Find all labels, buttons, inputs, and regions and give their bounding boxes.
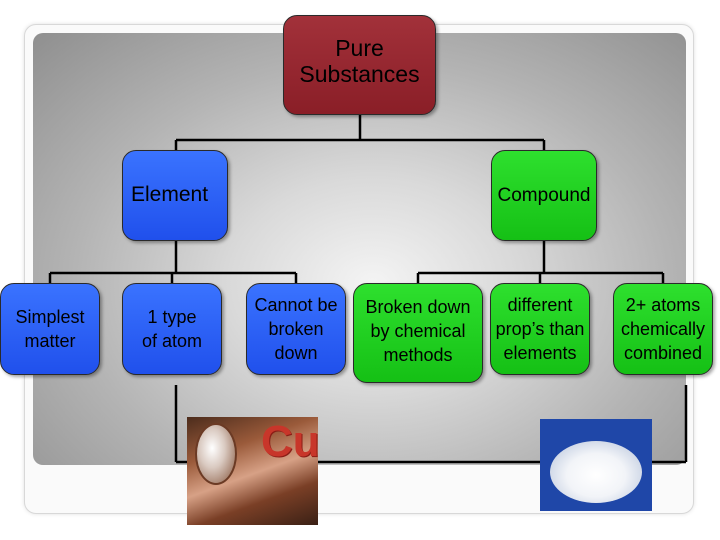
different-line-3: elements — [503, 343, 577, 363]
cannot-line-1: Cannot be — [254, 295, 338, 315]
simplest-line-1: Simplest — [15, 307, 85, 327]
atoms-line-1: 2+ atoms — [625, 295, 701, 315]
type-line-2: of atom — [141, 331, 203, 351]
salt-crystal-photo — [540, 419, 652, 511]
atoms-line-3: combined — [623, 343, 703, 363]
different-props-node: different prop’s than elements — [490, 283, 590, 375]
cannot-line-3: down — [274, 343, 318, 363]
simplest-matter-node: Simplest matter — [0, 283, 100, 375]
broken-line-1: Broken down — [365, 297, 471, 317]
cannot-be-broken-node: Cannot be broken down — [246, 283, 346, 375]
different-line-2: prop’s than — [495, 319, 585, 339]
broken-down-chemical-node: Broken down by chemical methods — [353, 283, 483, 383]
different-line-1: different — [507, 295, 573, 315]
broken-line-4: methods — [383, 345, 453, 365]
atoms-line-2: chemically — [620, 319, 706, 339]
element-node: Element — [122, 150, 228, 241]
broken-line-2: by — [370, 321, 390, 341]
compound-node: Compound — [491, 150, 597, 241]
broken-line-3: chemical — [394, 321, 466, 341]
one-type-atom-node: 1 type of atom — [122, 283, 222, 375]
type-line-1: 1 type — [147, 307, 197, 327]
copper-roll-shape — [195, 423, 237, 485]
compound-label: Compound — [497, 184, 591, 206]
pure-line-1: Pure — [335, 35, 384, 61]
copper-symbol: Cu — [261, 417, 318, 466]
copper-photo: Cu — [187, 417, 318, 525]
cannot-line-2: broken — [268, 319, 324, 339]
salt-mound-shape — [550, 441, 642, 503]
two-plus-atoms-node: 2+ atoms chemically combined — [613, 283, 713, 375]
simplest-line-2: matter — [24, 331, 76, 351]
pure-line-2: Substances — [299, 61, 420, 87]
pure-substances-node: Pure Substances — [283, 15, 436, 115]
element-label: Element — [131, 182, 209, 206]
